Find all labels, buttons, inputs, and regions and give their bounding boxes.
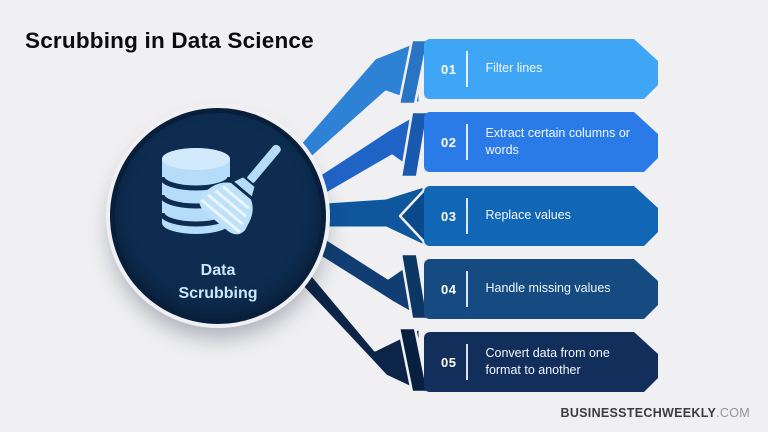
step-label: Convert data from one format to another [485, 345, 610, 377]
step-banner-5: 05 Convert data from one format to anoth… [424, 332, 658, 392]
data-scrubbing-circle: Data Scrubbing [110, 108, 326, 324]
ribbon-fold-1 [397, 38, 430, 106]
step-label: Extract certain columns or words [485, 125, 630, 157]
step-number: 02 [441, 134, 457, 150]
banner-divider [466, 344, 468, 380]
step-number: 03 [441, 208, 457, 224]
watermark-brand: BUSINESSTECHWEEKLY [560, 406, 717, 420]
banner-divider [466, 124, 468, 160]
ribbon-connector-3 [324, 184, 426, 248]
step-number: 04 [441, 281, 457, 297]
banner-divider [466, 271, 468, 307]
database-broom-icon [159, 144, 281, 235]
banner-divider [466, 198, 468, 234]
watermark-domain: .COM [716, 406, 750, 420]
hub-label-line1: Data [200, 262, 236, 279]
banner-divider [466, 51, 468, 87]
step-number: 01 [441, 61, 457, 77]
step-banner-4: 04 Handle missing values [424, 259, 658, 319]
ribbon-fold-5 [397, 326, 430, 394]
step-banner-3: 03 Replace values [424, 186, 658, 246]
page-title: Scrubbing in Data Science [25, 28, 314, 53]
step-number: 05 [441, 354, 457, 370]
ribbon-fold-4 [399, 252, 430, 321]
step-label: Replace values [485, 208, 571, 223]
hub-label-line2: Scrubbing [178, 285, 258, 303]
ribbon-fold-2 [399, 110, 430, 179]
step-label: Handle missing values [485, 281, 611, 296]
watermark: BUSINESSTECHWEEKLY.COM [561, 406, 751, 420]
step-banner-2: 02 Extract certain columns or words [424, 112, 658, 172]
step-label: Filter lines [485, 61, 543, 76]
hub-label: Data Scrubbing [115, 259, 321, 305]
step-banner-1: 01 Filter lines [424, 39, 658, 99]
broom-icon [199, 144, 281, 235]
